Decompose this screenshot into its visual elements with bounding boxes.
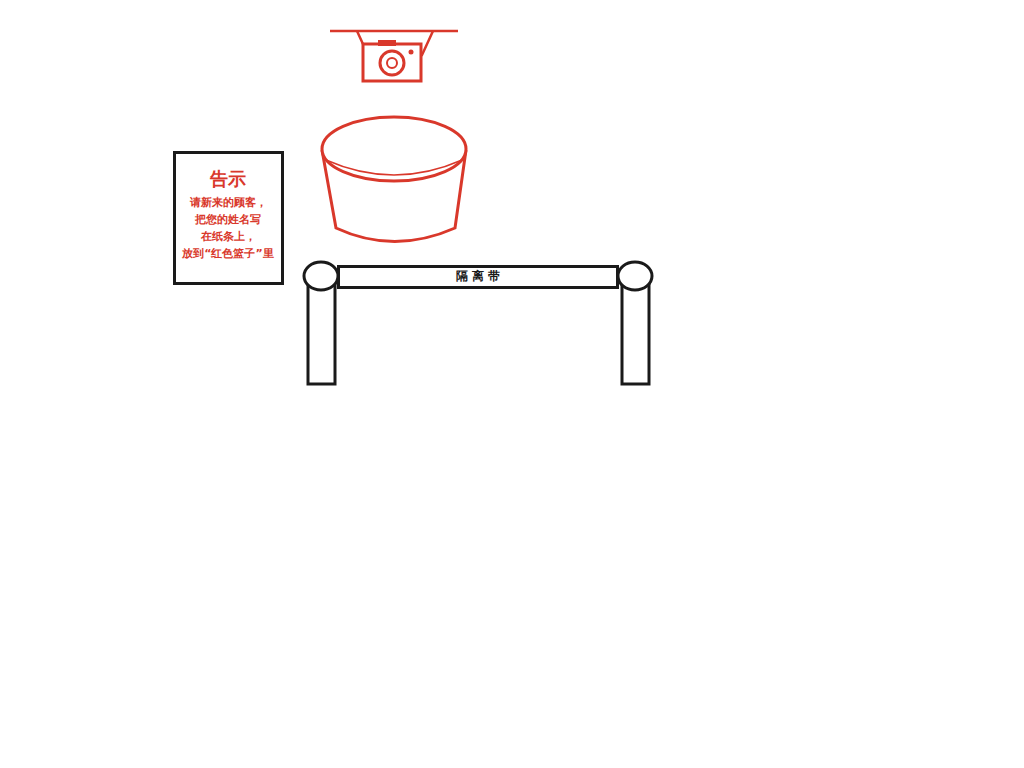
camera-lens	[380, 51, 404, 75]
ceiling-line	[330, 30, 458, 33]
camera-flash	[409, 50, 414, 55]
camera-body	[363, 44, 421, 81]
post-cap	[618, 262, 652, 290]
notice-heading: 告示	[179, 168, 278, 190]
notice-board: 告示请新来的顾客， 把您的姓名写 在纸条上， 放到“红色篮子”里	[173, 151, 284, 285]
camera-top	[378, 40, 396, 46]
basket-rim-inner	[326, 160, 462, 175]
barrier-band: 隔 离 带	[337, 265, 619, 289]
band-label: 隔 离 带	[340, 268, 616, 285]
notice-body: 请新来的顾客， 把您的姓名写 在纸条上， 放到“红色篮子”里	[179, 194, 278, 262]
post-cap	[304, 262, 338, 290]
barrier-post	[622, 282, 649, 384]
basket-rim	[322, 117, 466, 181]
camera-lens-inner	[387, 58, 397, 68]
barrier-post	[308, 282, 335, 384]
